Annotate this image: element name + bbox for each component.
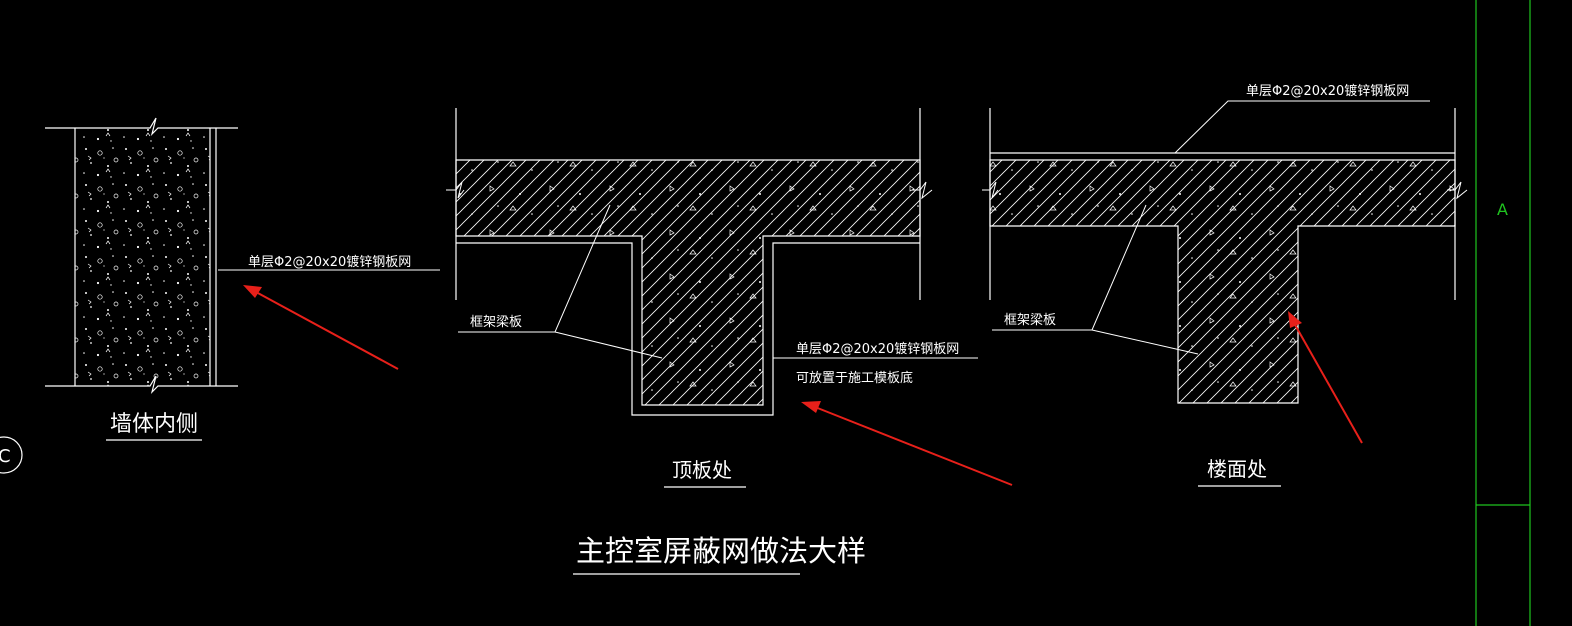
wall-caption: 墙体内侧 bbox=[110, 412, 198, 437]
wall-top-break-line bbox=[45, 117, 238, 136]
masonry-wall-fill bbox=[75, 128, 210, 386]
grid-axis-letter: A bbox=[1497, 200, 1508, 219]
wall-detail: 单层Φ2@20x20镀锌钢板网 墙体内侧 bbox=[45, 117, 440, 441]
floor-right-break bbox=[1447, 181, 1468, 200]
arrow-floor-mesh-icon bbox=[1288, 311, 1363, 444]
roof-left-break bbox=[446, 181, 465, 199]
floor-beam-leader-2 bbox=[1091, 329, 1199, 355]
floor-detail: 单层Φ2@20x20镀锌钢板网 框架梁板 楼面处 bbox=[982, 83, 1468, 487]
roof-detail: 框架梁板 单层Φ2@20x20镀锌钢板网 可放置于施工模板底 顶板处 bbox=[446, 108, 978, 488]
floor-beam-label: 框架梁板 bbox=[1004, 313, 1056, 328]
roof-beam-label: 框架梁板 bbox=[470, 315, 522, 330]
floor-mesh-note: 单层Φ2@20x20镀锌钢板网 bbox=[1246, 83, 1409, 99]
section-marker-letter: C bbox=[0, 446, 11, 467]
roof-right-break bbox=[912, 181, 933, 200]
annotation-arrows bbox=[243, 285, 1363, 486]
wall-bottom-break-line bbox=[45, 375, 238, 394]
drawing-title: 主控室屏蔽网做法大样 bbox=[576, 534, 866, 568]
roof-aggregate-marks bbox=[456, 160, 920, 405]
roof-mesh-note: 单层Φ2@20x20镀锌钢板网 bbox=[796, 341, 959, 357]
section-marker-circle bbox=[0, 436, 23, 474]
floor-aggregate-marks bbox=[990, 160, 1455, 403]
wall-mesh-note: 单层Φ2@20x20镀锌钢板网 bbox=[248, 254, 411, 270]
floor-caption: 楼面处 bbox=[1207, 457, 1267, 481]
arrow-wall-mesh-icon bbox=[243, 285, 399, 370]
roof-mesh-note-2: 可放置于施工模板底 bbox=[796, 370, 913, 386]
roof-beam-leader-2 bbox=[554, 331, 663, 359]
floor-mesh-leader bbox=[1174, 100, 1430, 154]
floor-left-break bbox=[982, 181, 999, 199]
arrow-roof-mesh-icon bbox=[801, 401, 1013, 486]
roof-mesh-line bbox=[456, 242, 920, 416]
roof-caption: 顶板处 bbox=[672, 458, 732, 482]
title-block: A bbox=[1475, 0, 1531, 626]
